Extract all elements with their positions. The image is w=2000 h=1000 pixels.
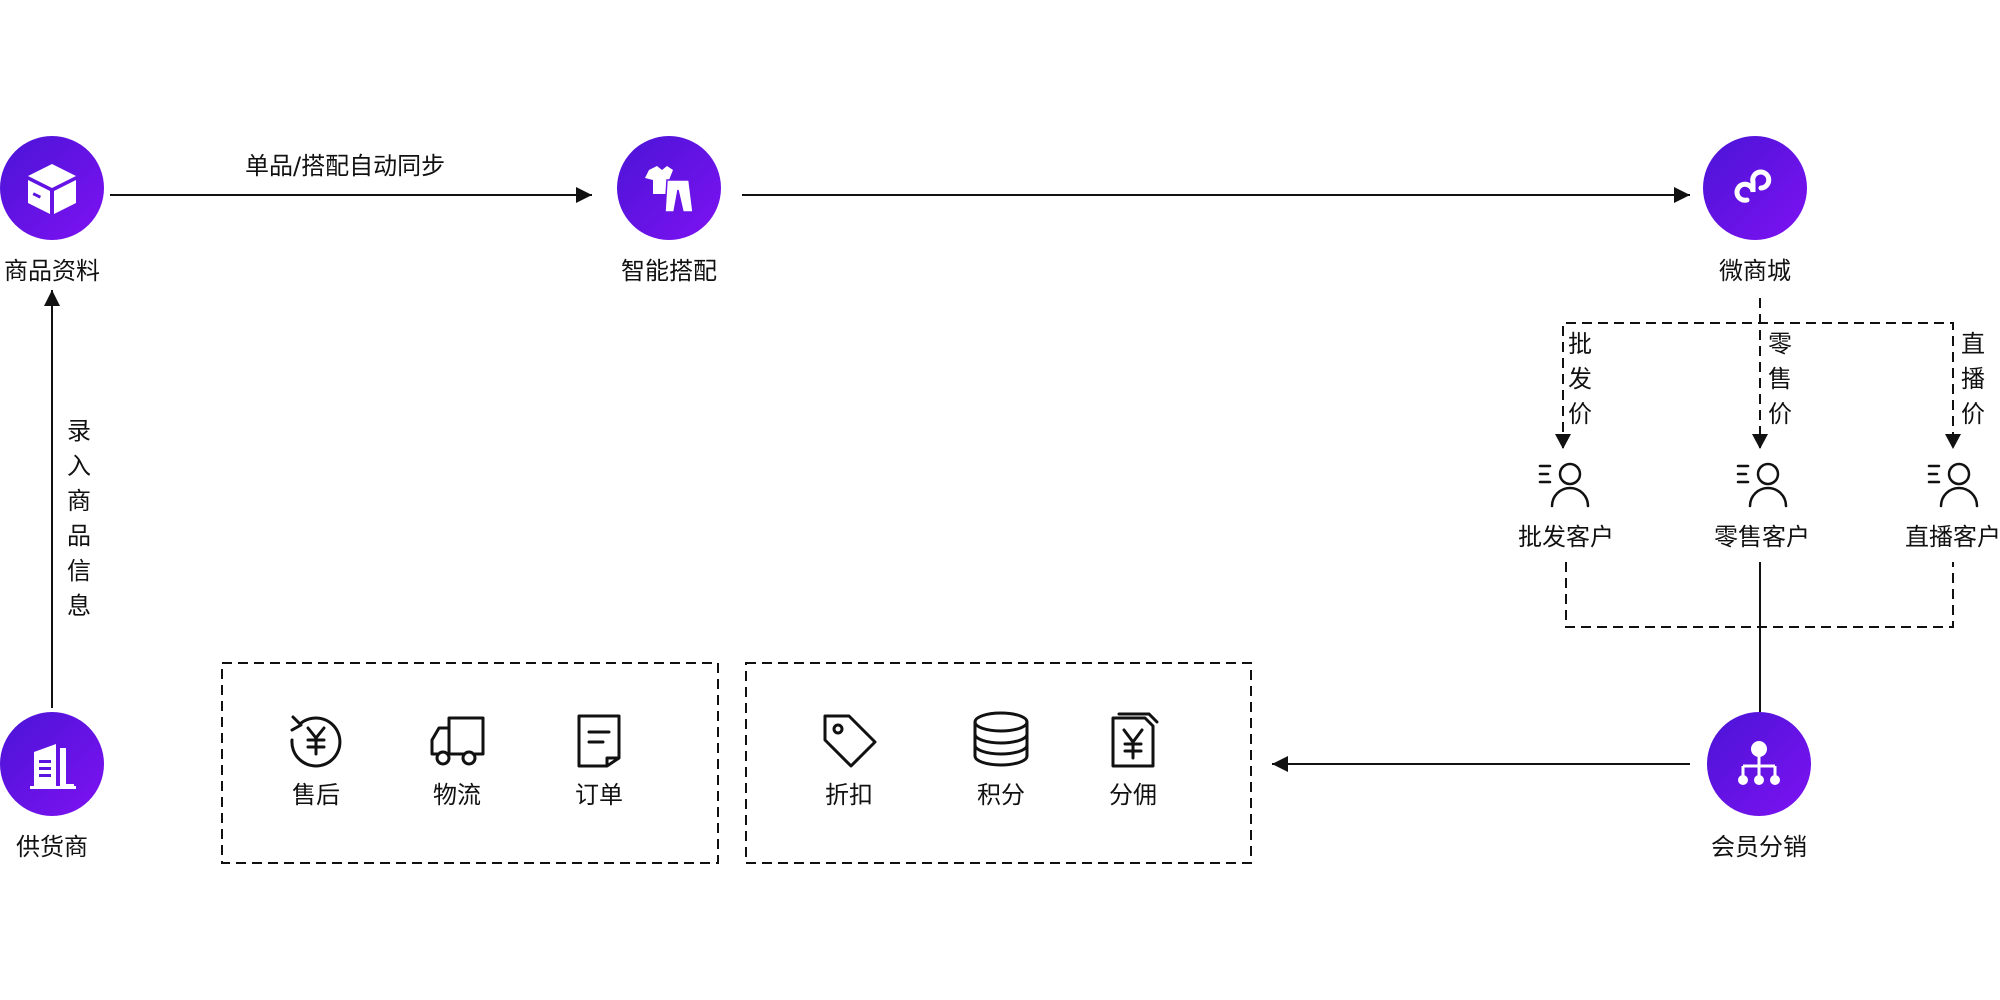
sync-flow-label: 单品/搭配自动同步: [245, 152, 446, 180]
wholesale-customer-icon: [1538, 462, 1590, 508]
coin-stack-icon: [973, 711, 1029, 767]
mini-program-icon: [1734, 169, 1772, 203]
distribution-node: [1707, 712, 1811, 816]
product-node: [0, 136, 104, 240]
box-icon: [28, 164, 76, 214]
outfit-node: [617, 136, 721, 240]
dashed-customer-bracket: [1565, 562, 1954, 628]
arrow-head-retail: [1752, 434, 1768, 449]
truck-icon: [430, 716, 485, 766]
commission-item: 分佣: [1078, 710, 1188, 810]
yen-document-icon: [1111, 712, 1159, 768]
retail-price-label: 零售价: [1768, 330, 1792, 428]
mall-label: 微商城: [1719, 257, 1791, 285]
aftersale-item: 售后: [261, 710, 371, 810]
refund-cycle-icon: [290, 715, 342, 768]
arrow-head-live: [1945, 434, 1961, 449]
live-price-label: 直播价: [1961, 330, 1985, 428]
input-flow-label: 录入商品信息: [67, 417, 91, 620]
supplier-label: 供货商: [16, 833, 88, 861]
product-label: 商品资料: [4, 257, 100, 285]
arrow-head-wholesale: [1555, 434, 1571, 449]
supplier-node: [0, 712, 104, 816]
aftersale-label: 售后: [292, 781, 340, 809]
live-customer-icon: [1927, 462, 1979, 508]
retail-customer-icon: [1736, 462, 1788, 508]
discount-item: 折扣: [794, 710, 904, 810]
points-label: 积分: [977, 781, 1025, 809]
mall-node: [1703, 136, 1807, 240]
services-box: [221, 662, 719, 864]
wholesale-customer-label: 批发客户: [1518, 523, 1614, 551]
building-icon: [30, 744, 76, 789]
wholesale-price-label: 批发价: [1568, 330, 1592, 428]
outfit-label: 智能搭配: [621, 257, 717, 285]
network-icon: [1738, 741, 1780, 785]
clothing-icon: [645, 166, 694, 213]
order-item: 订单: [544, 710, 654, 810]
commission-label: 分佣: [1109, 781, 1157, 809]
dashed-price-bracket: [1562, 322, 1954, 448]
live-customer-label: 直播客户: [1905, 523, 2000, 551]
logistics-label: 物流: [433, 781, 481, 809]
distribution-label: 会员分销: [1711, 833, 1807, 861]
retail-customer-label: 零售客户: [1714, 523, 1810, 551]
tag-icon: [823, 714, 877, 768]
points-item: 积分: [946, 710, 1056, 810]
logistics-item: 物流: [402, 710, 512, 810]
discount-label: 折扣: [825, 781, 873, 809]
document-icon: [577, 714, 621, 768]
order-label: 订单: [575, 781, 623, 809]
